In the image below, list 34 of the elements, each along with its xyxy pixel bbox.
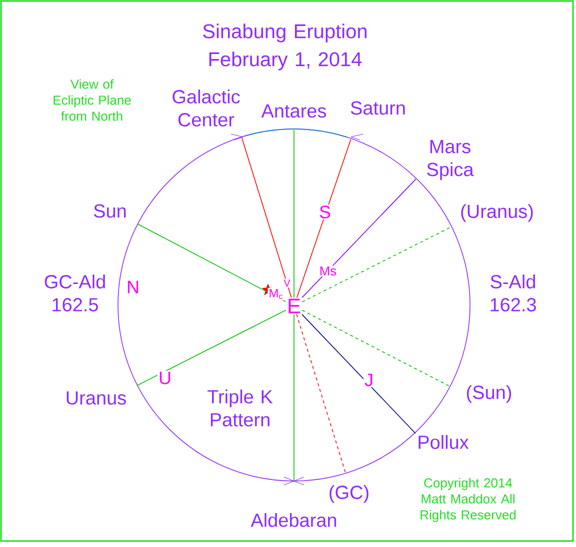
point-label: (GC) xyxy=(330,485,368,503)
planet-letter: Ms xyxy=(318,265,338,277)
ray-line xyxy=(136,310,286,386)
point-label: Mars Spica xyxy=(427,140,474,180)
ray-line xyxy=(302,314,416,434)
point-label: Galactic Center xyxy=(172,90,240,126)
planet-letter: N xyxy=(126,280,140,294)
angle-label: S-Ald 162.3 xyxy=(490,274,536,312)
point-label: Pollux xyxy=(418,435,469,449)
planet-letter: S xyxy=(318,204,332,220)
point-label: Uranus xyxy=(66,391,126,405)
ray-line xyxy=(138,224,286,302)
planet-letter: J xyxy=(364,372,374,388)
angle-label: GC-Ald 162.5 xyxy=(44,274,105,312)
ray-line xyxy=(296,314,346,475)
center-letter: E xyxy=(286,298,302,314)
pattern-label: Triple K Pattern xyxy=(208,390,273,426)
copyright-text: Copyright 2014 Matt Maddox All Rights Reserved xyxy=(420,478,516,522)
planet-letter: U xyxy=(158,370,172,386)
ray-line xyxy=(296,139,352,298)
point-label: Antares xyxy=(261,104,326,118)
point-label: Aldebaran xyxy=(250,513,336,527)
point-label: Sun xyxy=(94,204,126,218)
point-label: (Uranus) xyxy=(461,204,533,222)
ray-line xyxy=(302,178,416,298)
ray-line xyxy=(302,310,451,388)
point-label: Saturn xyxy=(350,101,405,115)
title: Sinabung Eruption February 1, 2014 xyxy=(203,24,366,70)
note-text: View of Ecliptic Plane from North xyxy=(54,79,131,121)
ray-line xyxy=(241,138,292,298)
point-label: (Sun) xyxy=(466,385,512,403)
planet-letter: M$_{c}$ xyxy=(268,288,284,300)
ray-line xyxy=(302,226,452,302)
planet-letter: V xyxy=(282,278,292,288)
